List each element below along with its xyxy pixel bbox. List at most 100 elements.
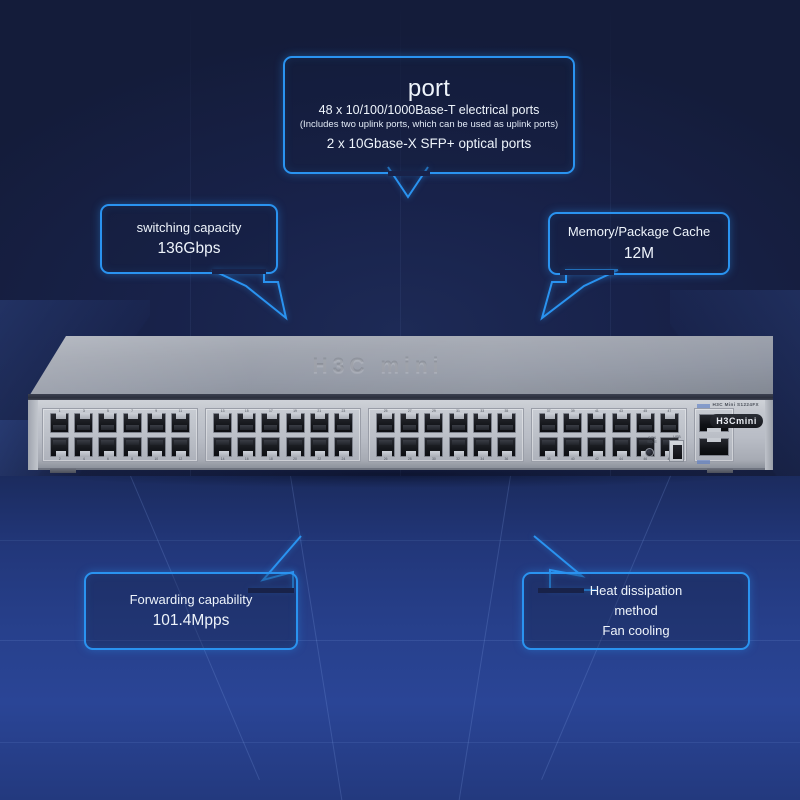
callout-heat-line2: method [614, 602, 658, 618]
callout-port: port 48 x 10/100/1000Base-T electrical p… [283, 56, 575, 174]
rj45-port[interactable]: 34 [472, 437, 492, 461]
rj45-port[interactable]: 45 [635, 409, 655, 433]
switch-right-cap [765, 400, 773, 470]
rj45-port-number: 13 [220, 409, 225, 413]
rj45-port[interactable]: 1 [50, 409, 70, 433]
rj45-port[interactable]: 42 [587, 437, 607, 461]
rj45-port[interactable]: 43 [611, 409, 631, 433]
rj45-port[interactable]: 41 [587, 409, 607, 433]
rj45-port-row: 384042444648 [534, 435, 684, 461]
rj45-port[interactable]: 30 [424, 437, 444, 461]
rj45-port-number: 36 [504, 457, 509, 461]
pointer-joint [248, 588, 294, 593]
callout-switching-value: 136Gbps [157, 240, 221, 258]
callout-forwarding-capability: Forwarding capability 101.4Mpps [84, 572, 298, 650]
rj45-port[interactable]: 6 [98, 437, 118, 461]
rj45-port[interactable]: 37 [539, 409, 559, 433]
rj45-port[interactable]: 26 [376, 437, 396, 461]
callout-switching-label: switching capacity [136, 219, 242, 235]
callout-port-line3: 2 x 10Gbase-X SFP+ optical ports [326, 136, 532, 152]
rj45-port[interactable]: 10 [146, 437, 166, 461]
rj45-port[interactable]: 22 [309, 437, 329, 461]
rj45-port[interactable]: 25 [376, 409, 396, 433]
rj45-port[interactable]: 32 [448, 437, 468, 461]
rj45-port[interactable]: 19 [285, 409, 305, 433]
rj45-port[interactable]: 31 [448, 409, 468, 433]
rj45-port-group[interactable]: 373941434547384042444648 [531, 408, 687, 462]
sfp-plus-port-2[interactable] [699, 437, 729, 456]
rj45-port[interactable]: 16 [237, 437, 257, 461]
rj45-port[interactable]: 13 [213, 409, 233, 433]
rj45-port-number: 1 [58, 409, 61, 413]
rj45-port[interactable]: 27 [400, 409, 420, 433]
wall-seam [610, 0, 611, 480]
sfp-led [697, 460, 710, 464]
rj45-port[interactable]: 5 [98, 409, 118, 433]
floor-glow [0, 476, 800, 800]
switch-foot [50, 468, 76, 473]
callout-memory-label: Memory/Package Cache [567, 224, 711, 240]
rj45-port-number: 21 [317, 409, 322, 413]
rj45-port-number: 38 [546, 457, 551, 461]
rj45-port[interactable]: 15 [237, 409, 257, 433]
rj45-port[interactable]: 29 [424, 409, 444, 433]
rj45-port[interactable]: 28 [400, 437, 420, 461]
rj45-port[interactable]: 35 [496, 409, 516, 433]
rj45-port[interactable]: 12 [170, 437, 190, 461]
rj45-port[interactable]: 23 [333, 409, 353, 433]
wall-seam [400, 0, 401, 480]
rj45-port[interactable]: 14 [213, 437, 233, 461]
callout-memory-cache: Memory/Package Cache 12M [548, 212, 730, 275]
rj45-port-number: 9 [155, 409, 158, 413]
pointer-joint [538, 588, 584, 593]
rj45-port[interactable]: 40 [563, 437, 583, 461]
rj45-port[interactable]: 11 [170, 409, 190, 433]
rj45-port[interactable]: 9 [146, 409, 166, 433]
rj45-port-number: 4 [82, 457, 85, 461]
rj45-port-number: 26 [383, 457, 388, 461]
rj45-port-number: 45 [643, 409, 648, 413]
rj45-port[interactable]: 47 [659, 409, 679, 433]
rj45-port[interactable]: 36 [496, 437, 516, 461]
rj45-port-number: 3 [82, 409, 85, 413]
switch-bevel [28, 394, 773, 401]
usb-port[interactable] [669, 440, 684, 462]
rj45-port-number: 31 [456, 409, 460, 413]
rj45-port[interactable]: 17 [261, 409, 281, 433]
sfp-led [697, 404, 710, 408]
rj45-port[interactable]: 38 [539, 437, 559, 461]
rj45-port[interactable]: 2 [50, 437, 70, 461]
rj45-port[interactable]: 7 [122, 409, 142, 433]
rj45-port[interactable]: 18 [261, 437, 281, 461]
rj45-port-number: 11 [178, 409, 183, 413]
rj45-port[interactable]: 24 [333, 437, 353, 461]
rj45-port[interactable]: 21 [309, 409, 329, 433]
rj45-port[interactable]: 4 [74, 437, 94, 461]
switching-capacity-pointer [211, 269, 288, 321]
callout-memory-value: 12M [623, 244, 655, 262]
console-button[interactable] [645, 448, 654, 457]
memory-cache-pointer [540, 269, 619, 321]
rj45-port[interactable]: 33 [472, 409, 492, 433]
rj45-port-number: 43 [619, 409, 623, 413]
rj45-port-number: 33 [480, 409, 485, 413]
rj45-port[interactable]: 20 [285, 437, 305, 461]
rj45-port[interactable]: 8 [122, 437, 142, 461]
rj45-port-number: 29 [432, 409, 436, 413]
callout-forwarding-value: 101.4Mpps [152, 612, 230, 630]
pointer-joint [212, 269, 266, 274]
rj45-port[interactable]: 39 [563, 409, 583, 433]
rj45-port-number: 30 [432, 457, 436, 461]
rj45-port-number: 17 [269, 409, 273, 413]
rj45-port[interactable]: 44 [611, 437, 631, 461]
rj45-port[interactable]: 3 [74, 409, 94, 433]
rj45-port-number: 24 [341, 457, 346, 461]
